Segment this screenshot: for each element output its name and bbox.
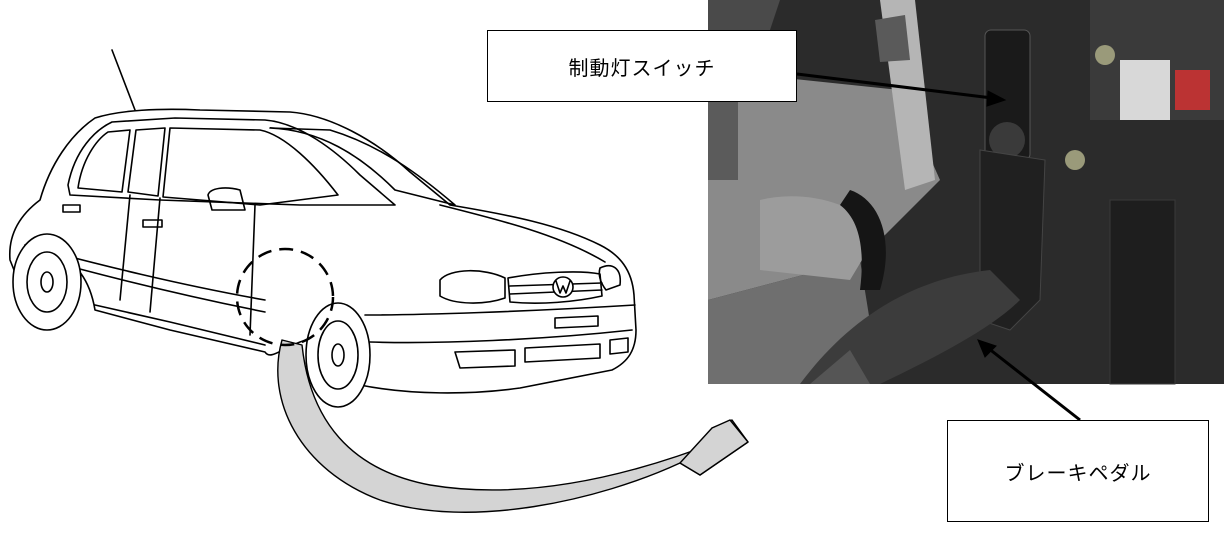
curved-arrow-icon [277,339,749,513]
engine-bay-photo [708,0,1224,385]
windshield [269,127,456,206]
switch-pointer [796,72,993,100]
callout-circle-icon [235,247,335,347]
rear-window [77,129,131,193]
car-drawing [9,49,637,408]
brake-pedal-text: ブレーキペダル [1004,460,1152,485]
fog-lights [454,337,629,369]
pedal-pointer [987,346,1081,422]
brake-light-switch-label: 制動灯スイッチ [487,30,797,102]
antenna [111,49,136,111]
side-mirror [207,187,246,211]
door-lines [119,194,256,336]
brake-light-switch-text: 制動灯スイッチ [568,55,716,80]
front-bumper [364,304,636,344]
front-door-window [162,127,339,206]
hood-line [439,204,606,263]
sill-line [94,304,266,346]
switch-pointer-head [986,90,1007,107]
pointer-arrows [796,72,1081,422]
rear-wheel [12,233,82,331]
door-handles [62,204,163,228]
rear-door-window [127,127,166,197]
brake-pedal-label: ブレーキペダル [947,420,1209,522]
window-frame [67,117,396,206]
plate-holder [554,315,599,329]
headlight-left [439,269,506,304]
pedal-pointer-head [977,339,997,358]
